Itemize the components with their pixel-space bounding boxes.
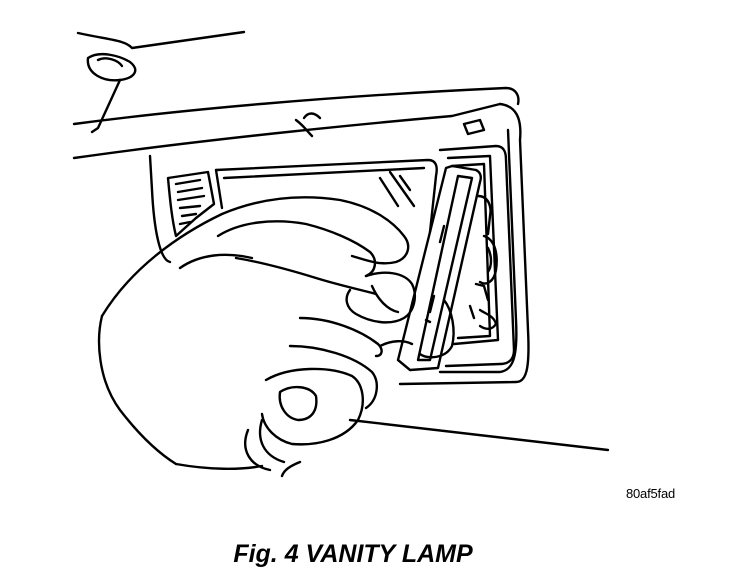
left-lamp-lens <box>166 170 216 238</box>
bulb-compartment <box>378 144 516 368</box>
sun-visor <box>72 30 520 160</box>
figure-caption: Fig. 4 VANITY LAMP <box>233 540 473 568</box>
figure-id-label: 80af5fad <box>626 486 676 501</box>
removed-lens <box>396 164 482 372</box>
lamp-housing <box>148 102 610 452</box>
hand <box>97 196 416 478</box>
mirror <box>214 158 438 234</box>
